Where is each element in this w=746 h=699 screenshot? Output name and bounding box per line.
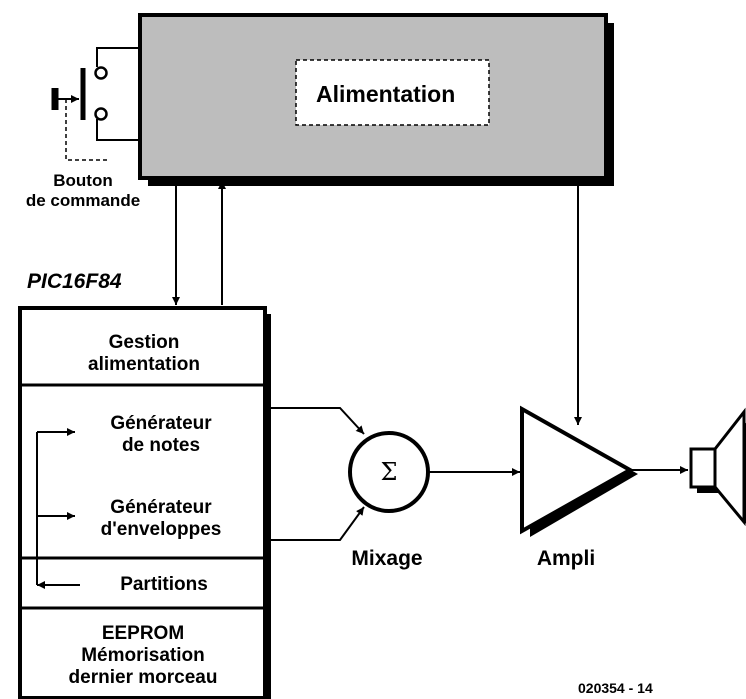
ampli-label: Ampli bbox=[536, 547, 596, 570]
mcu-section-note-generator: Générateur de notes bbox=[110, 413, 211, 457]
section-line: Partitions bbox=[120, 574, 208, 595]
power-supply-block bbox=[138, 13, 614, 186]
figure-code: 020354 - 14 bbox=[578, 680, 653, 696]
mcu-section-envelope-generator: Générateur d'enveloppes bbox=[101, 497, 222, 541]
section-line: Générateur bbox=[110, 413, 212, 434]
section-line: Générateur bbox=[110, 497, 212, 518]
section-line: dernier morceau bbox=[68, 667, 218, 688]
envelopes-to-mixer-arrow bbox=[265, 506, 365, 541]
section-line: EEPROM bbox=[101, 623, 185, 644]
button-label-line2: de commande bbox=[25, 191, 141, 210]
partitions-arrows bbox=[36, 428, 80, 589]
mcu-name: PIC16F84 bbox=[27, 270, 122, 293]
amplifier-triangle bbox=[520, 405, 638, 537]
pic-block bbox=[18, 306, 271, 699]
mcu-section-eeprom: EEPROM Mémorisation dernier morceau bbox=[69, 623, 218, 689]
section-line: Gestion bbox=[108, 332, 180, 353]
section-line: Mémorisation bbox=[81, 645, 205, 666]
mcu-section-power-management: Gestion alimentation bbox=[88, 332, 200, 376]
mcu-section-scores: Partitions bbox=[120, 574, 208, 596]
push-button-icon bbox=[51, 47, 140, 161]
sigma-symbol: Σ bbox=[380, 458, 398, 486]
power-label-box bbox=[295, 59, 490, 126]
power-label: Alimentation bbox=[316, 81, 456, 107]
mixer-label: Mixage bbox=[351, 547, 423, 570]
button-label: Bouton de commande bbox=[26, 171, 140, 211]
notes-to-mixer-arrow bbox=[265, 407, 365, 435]
section-line: alimentation bbox=[88, 354, 200, 375]
section-line: d'enveloppes bbox=[100, 519, 222, 540]
speaker-icon bbox=[689, 407, 746, 527]
button-label-line1: Bouton bbox=[53, 171, 113, 190]
section-line: de notes bbox=[121, 435, 201, 456]
